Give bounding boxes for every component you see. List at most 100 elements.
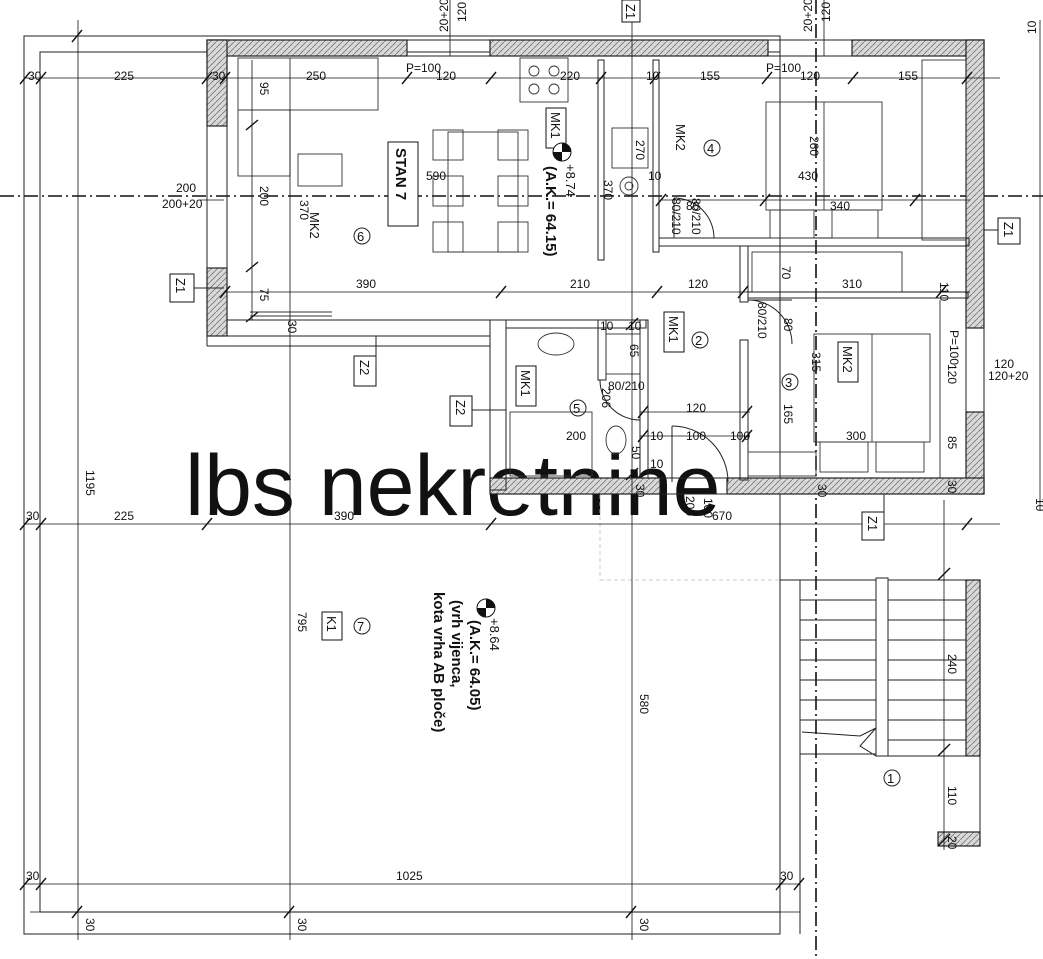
dim-label: 95 bbox=[257, 82, 271, 96]
dim-label: 10 bbox=[648, 169, 662, 183]
dim-label: 120 bbox=[819, 2, 833, 22]
spot-level-value: +8.64 bbox=[487, 618, 502, 651]
spot-level-note: kota vrha AB ploče) bbox=[430, 592, 447, 732]
dim-label: 200 bbox=[176, 181, 196, 195]
dim-label: 590 bbox=[426, 169, 446, 183]
openings: P=100 P=100 P=100 80/210 80/210 80/210 8… bbox=[406, 61, 961, 393]
dim-label: 50 bbox=[629, 446, 643, 460]
dim-label: 30 bbox=[83, 918, 97, 932]
apartment-walls bbox=[206, 39, 985, 495]
material-tag: MK2 bbox=[840, 346, 855, 373]
dim-label: 120 bbox=[994, 357, 1014, 371]
material-tag: MK2 bbox=[307, 212, 322, 239]
dim-label: 110 bbox=[937, 282, 951, 301]
room-number: 3 bbox=[785, 375, 792, 390]
dimensions-low: 30 225 390 1195 795 580 670 200 100 120 … bbox=[26, 319, 1043, 932]
dim-label: 390 bbox=[334, 509, 354, 523]
dim-label: 300 bbox=[846, 429, 866, 443]
dim-label: 670 bbox=[712, 509, 732, 523]
dim-label: 30 bbox=[295, 918, 309, 932]
dim-label: 315 bbox=[809, 352, 823, 372]
material-tag: MK1 bbox=[666, 316, 681, 343]
dim-label: 30 bbox=[285, 320, 299, 334]
dim-label: 370 bbox=[297, 200, 311, 220]
dim-label: 120 bbox=[436, 69, 456, 83]
opening-label: 80/210 bbox=[689, 198, 703, 235]
dim-label: 30 bbox=[637, 918, 651, 932]
room-number: 4 bbox=[707, 141, 714, 156]
wall-type-tags: Z1 Z1 Z1 Z1 Z2 Z2 bbox=[169, 0, 1021, 541]
dim-label: 270 bbox=[633, 140, 647, 160]
dim-label: 200 bbox=[566, 429, 586, 443]
dim-label: 370 bbox=[601, 180, 615, 200]
wall-type-tag: Z2 bbox=[357, 360, 372, 375]
dim-label: 580 bbox=[637, 694, 651, 714]
dim-label: 10 bbox=[600, 319, 614, 333]
wall-type-tag: Z1 bbox=[623, 4, 638, 19]
spot-level-value: +8.74 bbox=[563, 164, 578, 197]
dim-label: 10 bbox=[628, 319, 642, 333]
material-tag: K1 bbox=[324, 616, 339, 632]
dimensions-mid: 390 210 120 310 590 370 370 200 200+20 2… bbox=[162, 82, 951, 334]
partitions bbox=[505, 59, 970, 481]
dim-label: 30 bbox=[815, 484, 829, 498]
dim-label: 120+20 bbox=[988, 369, 1029, 383]
dim-label: 200+20 bbox=[162, 197, 203, 211]
opening-label: 80/210 bbox=[669, 198, 683, 235]
dim-label: 75 bbox=[257, 288, 271, 302]
dim-label: 30 bbox=[945, 480, 959, 494]
dimension-ticks bbox=[19, 29, 973, 919]
room-number: 6 bbox=[357, 229, 364, 244]
dim-label: 200 bbox=[683, 496, 697, 516]
material-tag: MK1 bbox=[518, 370, 533, 397]
room-number: 7 bbox=[357, 619, 364, 634]
room-number: 5 bbox=[573, 401, 580, 416]
dim-label: 795 bbox=[295, 612, 309, 632]
wall-type-tag: Z1 bbox=[1001, 222, 1016, 237]
dim-label: 120 bbox=[688, 277, 708, 291]
dim-label: 220 bbox=[560, 69, 580, 83]
dim-label: 225 bbox=[114, 509, 134, 523]
dim-label: 240 bbox=[945, 654, 959, 674]
dim-label: 120 bbox=[800, 69, 820, 83]
dim-label: 250 bbox=[306, 69, 326, 83]
spot-level-upper: +8.74 (A.K.= 64.15) bbox=[542, 142, 578, 256]
room-number: 2 bbox=[695, 333, 702, 348]
dim-label: 120 bbox=[945, 364, 959, 384]
opening-label: 80/210 bbox=[608, 379, 645, 393]
dim-label: 155 bbox=[898, 69, 918, 83]
material-tags: MK2 MK2 MK1 MK1 MK2 MK1 K1 bbox=[307, 107, 859, 641]
apartment-label: STAN 7 bbox=[387, 141, 419, 227]
dim-label: 10 bbox=[1025, 20, 1039, 34]
dim-label: 390 bbox=[356, 277, 376, 291]
dim-label: 1025 bbox=[396, 869, 423, 883]
material-tag: MK2 bbox=[673, 124, 688, 151]
spot-level-lower: +8.64 (A.K.= 64.05) (vrh vijenca, kota v… bbox=[430, 592, 502, 732]
opening-label: 80/210 bbox=[755, 302, 769, 339]
dim-label: 100 bbox=[701, 498, 715, 518]
dim-label: 65 bbox=[627, 344, 641, 358]
wall-type-tag: Z1 bbox=[173, 278, 188, 293]
dim-label: 260 bbox=[807, 136, 821, 156]
room-numbers: 6 4 2 3 5 7 1 bbox=[353, 139, 901, 787]
dim-label: 1195 bbox=[83, 470, 97, 496]
dim-label: 430 bbox=[798, 169, 818, 183]
dim-label: 210 bbox=[570, 277, 590, 291]
dim-label: 30 bbox=[780, 869, 794, 883]
dim-label: 30 bbox=[212, 69, 226, 83]
dim-label: 120 bbox=[686, 401, 706, 415]
wall-type-tag: Z2 bbox=[453, 400, 468, 415]
dim-label: 20+20 bbox=[437, 0, 451, 32]
door-swings bbox=[599, 197, 793, 483]
apartment-name: STAN 7 bbox=[392, 148, 409, 200]
dim-label: 225 bbox=[114, 69, 134, 83]
dim-label: 20 bbox=[945, 836, 959, 850]
dim-label: 10 bbox=[650, 429, 664, 443]
dim-label: 165 bbox=[781, 404, 795, 424]
dimension-lines bbox=[24, 0, 1041, 940]
opening-label: P=100 bbox=[947, 330, 961, 365]
spot-level-absolute: (A.K.= 64.05) bbox=[466, 620, 483, 710]
dim-label: 20+20 bbox=[801, 0, 815, 32]
dimensions-top: 30 225 30 250 120 220 10 155 120 155 120… bbox=[28, 0, 1039, 83]
